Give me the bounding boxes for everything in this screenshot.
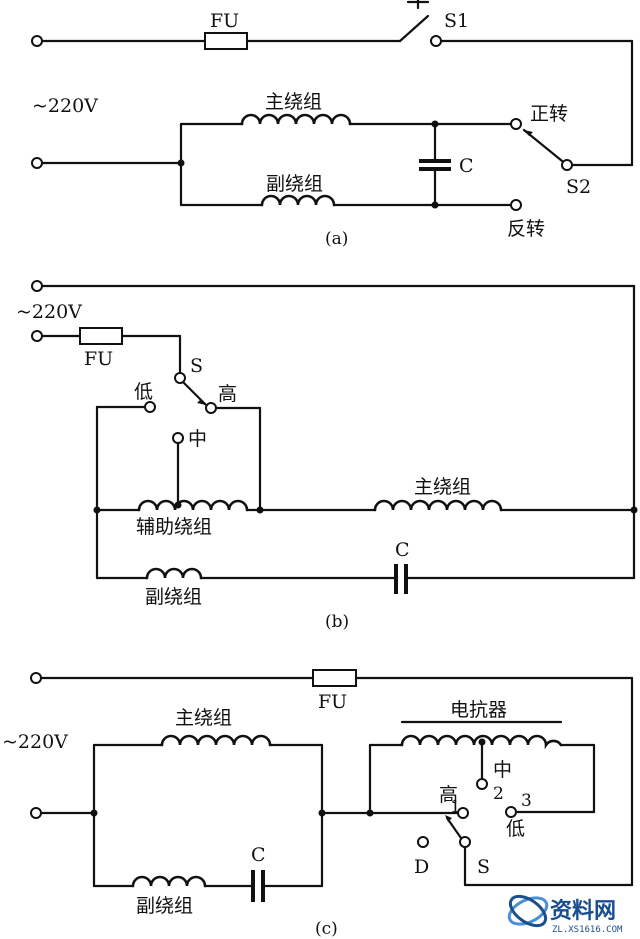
switch-s-c (445, 816, 463, 840)
switch-s2 (522, 128, 569, 167)
caption-a: (a) (325, 229, 348, 249)
fuse-label-a: FU (210, 10, 239, 32)
reactor-coil (400, 734, 563, 750)
fuse-a (204, 32, 248, 50)
fuse-c (312, 669, 357, 687)
mid-label-c: 中 (493, 759, 512, 781)
switch-label-c: S (477, 856, 490, 878)
high-label-c: 高 (439, 784, 458, 806)
high-label-b: 高 (218, 383, 237, 405)
fuse-b (79, 327, 123, 345)
caption-c: (c) (315, 919, 338, 939)
terminal-n-b (31, 330, 43, 342)
main-winding-label-a: 主绕组 (265, 91, 322, 113)
watermark-url: ZL.XS1616.COM (552, 925, 623, 935)
capacitor-label-a: C (459, 155, 474, 177)
mid-label-b: 中 (188, 428, 207, 450)
reactor-label: 电抗器 (450, 699, 507, 721)
aux-winding-coil-a (260, 194, 336, 207)
aux-winding-label-b: 副绕组 (145, 586, 202, 608)
terminal-l-b (31, 280, 43, 292)
tap-1-label: 1 (450, 797, 461, 817)
s2-label: S2 (566, 176, 591, 198)
watermark-logo-icon (507, 894, 549, 928)
voltage-label-b: ~220V (16, 301, 82, 323)
terminal-l-c (30, 672, 42, 684)
switch-s1 (398, 14, 430, 43)
watermark-text: 资料网 (550, 899, 616, 924)
panel-c: FU ~220V 主绕组 电抗器 中 2 高 1 3 低 D S C 副绕组 (… (2, 669, 634, 939)
capacitor-a (419, 159, 451, 163)
aux-tapped-coil-b (137, 499, 249, 512)
capacitor-c (251, 870, 255, 902)
reverse-label: 反转 (507, 218, 545, 240)
main-winding-label-c: 主绕组 (175, 707, 232, 729)
s1-label: S1 (444, 10, 469, 32)
capacitor-label-c: C (251, 844, 266, 866)
aux-winding-coil-c (131, 875, 207, 888)
tap-3-label: 3 (521, 791, 532, 811)
main-winding-coil-b (373, 499, 503, 512)
low-label-b: 低 (134, 381, 153, 403)
aux-winding-label-a: 副绕组 (266, 173, 323, 195)
d-label: D (414, 856, 429, 878)
main-winding-coil-a (240, 113, 352, 126)
caption-b: (b) (325, 612, 349, 632)
aux-winding-label-c: 副绕组 (136, 895, 193, 917)
switch-label-b: S (190, 355, 203, 377)
terminal-n-a (31, 157, 43, 169)
terminal-l-a (31, 35, 43, 47)
main-winding-coil-c (160, 734, 272, 747)
capacitor-label-b: C (395, 539, 410, 561)
voltage-label-a: ~220V (32, 95, 98, 117)
main-winding-label-b: 主绕组 (414, 476, 471, 498)
fuse-label-c: FU (318, 691, 347, 713)
low-label-c: 低 (506, 818, 525, 840)
panel-b: ~220V FU S 低 高 中 辅助绕组 主绕组 C 副绕组 (b) (16, 280, 638, 632)
aux-tapped-label-b: 辅助绕组 (136, 516, 212, 538)
capacitor-b (394, 564, 398, 594)
voltage-label-c: ~220V (2, 731, 68, 753)
watermark: 资料网 ZL.XS1616.COM (507, 894, 623, 935)
forward-label: 正转 (530, 103, 568, 125)
terminal-n-c (30, 807, 42, 819)
fuse-label-b: FU (84, 348, 113, 370)
panel-a: FU S1 ~220V 主绕组 副绕组 C 正转 S2 反转 (a) (31, 0, 634, 249)
tap-2-label: 2 (493, 784, 504, 804)
aux-winding-coil-b (145, 567, 203, 580)
